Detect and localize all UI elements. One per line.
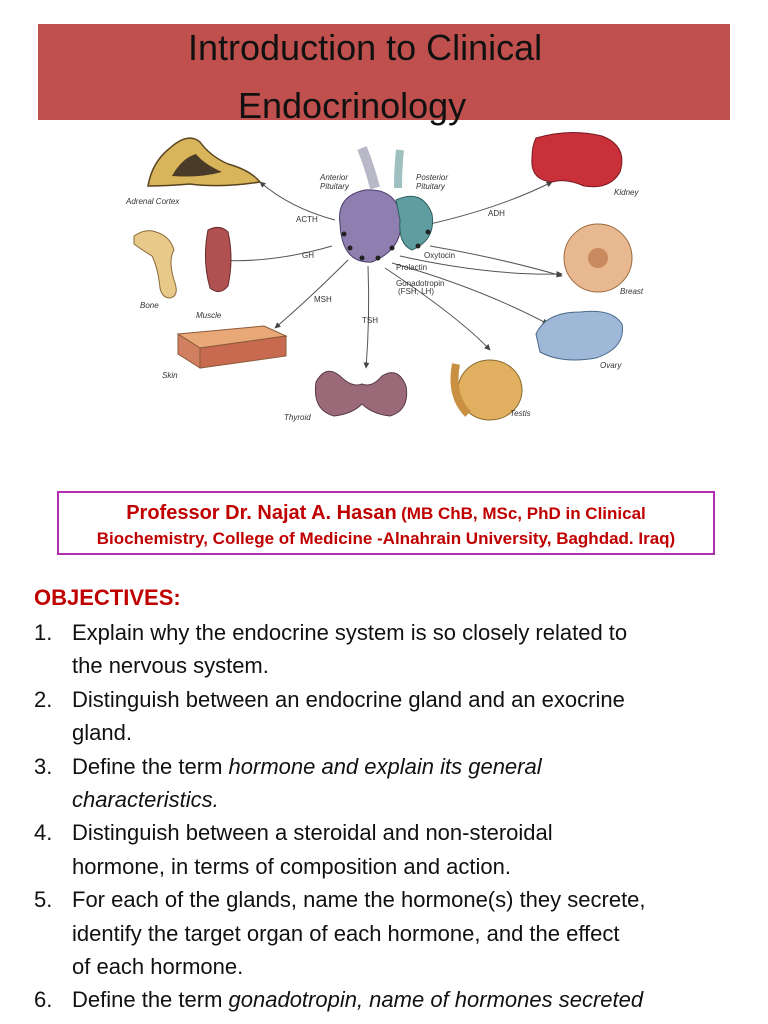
objective-item-6: 6. Define the term gonadotropin, name of… [34, 983, 764, 1016]
objective-item-5: 5. For each of the glands, name the horm… [34, 883, 764, 983]
author-credentials: (MB ChB, MSc, PhD in Clinical [401, 504, 646, 523]
objective-text: of each hormone. [72, 954, 244, 980]
arrow-gonadotropin-testis [384, 267, 491, 351]
objective-text: Explain why the endocrine system is so c… [72, 620, 628, 645]
label-ovary: Ovary [600, 361, 622, 370]
label-bone: Bone [140, 301, 159, 310]
objective-text: Define the term [72, 987, 229, 1013]
label-prolactin: Prolactin [396, 263, 427, 272]
objective-term: gonadotropin, name of hormones secreted [228, 987, 644, 1013]
objective-number: 2. [34, 686, 53, 712]
label-gonadotropin-2: (FSH, LH) [398, 287, 434, 296]
objectives-list: 1. Explain why the endocrine system is s… [34, 616, 764, 1017]
label-posterior-pituitary-1: Posterior [416, 173, 448, 182]
objective-item-3: 3. Define the term hormone and explain i… [34, 750, 764, 817]
slide-title-line1: Introduction to Clinical [188, 27, 543, 68]
objectives-heading: OBJECTIVES: [34, 585, 181, 610]
thyroid-icon [314, 370, 408, 417]
objective-number: 1. [34, 620, 53, 645]
author-box: Professor Dr. Najat A. Hasan (MB ChB, MS… [57, 491, 715, 555]
label-gonadotropin-1: Gonadotropin [396, 279, 444, 288]
skin-icon [176, 325, 288, 369]
objective-text: Distinguish between a steroidal and non-… [72, 820, 553, 846]
objective-text: the nervous system. [72, 653, 269, 679]
label-muscle: Muscle [196, 311, 222, 320]
objective-item-4: 4. Distinguish between a steroidal and n… [34, 816, 764, 883]
muscle-icon [204, 226, 232, 292]
label-msh: MSH [314, 295, 332, 304]
arrow-oxytocin [429, 245, 563, 278]
objective-text: hormone, in terms of composition and act… [72, 853, 512, 879]
objective-term: hormone and explain its general [228, 753, 542, 779]
objective-text: Distinguish between an endocrine gland a… [72, 686, 625, 712]
testis-icon [450, 359, 523, 421]
objective-item-2: 2. Distinguish between an endocrine glan… [34, 683, 764, 750]
objective-text: Define the term [72, 753, 229, 779]
title-banner: Introduction to Clinical Endocrinology [38, 24, 730, 126]
label-adh: ADH [488, 209, 505, 218]
label-testis: Testis [510, 409, 531, 418]
objective-text: gland. [72, 720, 132, 746]
label-anterior-pituitary-2: Pituitary [320, 182, 350, 191]
objective-number: 5. [34, 887, 53, 913]
ovary-icon [535, 310, 623, 361]
label-oxytocin: Oxytocin [424, 251, 455, 260]
objective-text: For each of the glands, name the hormone… [72, 887, 646, 913]
arrow-prolactin [399, 255, 563, 278]
label-posterior-pituitary-2: Pituitary [416, 182, 446, 191]
objective-item-1: 1. Explain why the endocrine system is s… [34, 616, 764, 683]
label-breast: Breast [620, 287, 644, 296]
slide-title-line2: Endocrinology [238, 85, 467, 126]
author-name: Professor Dr. Najat A. Hasan [126, 502, 397, 524]
kidney-icon [531, 131, 623, 188]
author-affiliation: Biochemistry, College of Medicine -Alnah… [96, 529, 676, 548]
label-skin: Skin [162, 371, 178, 380]
arrow-adh [429, 181, 553, 225]
pituitary-diagram: Adrenal Cortex Anterior Pituitary Poster… [100, 128, 660, 428]
objective-number: 6. [34, 987, 53, 1013]
label-kidney: Kidney [614, 188, 639, 197]
label-acth: ACTH [296, 215, 318, 224]
label-tsh: TSH [362, 316, 378, 325]
arrow-tsh [363, 265, 370, 369]
objective-number: 4. [34, 820, 53, 846]
objective-number: 3. [34, 753, 53, 779]
label-gh: GH [302, 251, 314, 260]
arrow-acth [259, 181, 336, 221]
arrow-gonadotropin-ovary [391, 262, 549, 325]
objective-term: characteristics. [72, 787, 219, 813]
label-adrenal-cortex: Adrenal Cortex [125, 197, 180, 206]
pituitary-gland-icon [339, 146, 434, 263]
arrow-gh [214, 245, 333, 264]
label-thyroid: Thyroid [284, 413, 311, 422]
objective-text: identify the target organ of each hormon… [72, 920, 620, 946]
bone-icon [133, 230, 177, 299]
label-anterior-pituitary-1: Anterior [319, 173, 348, 182]
arrow-msh [274, 259, 349, 329]
